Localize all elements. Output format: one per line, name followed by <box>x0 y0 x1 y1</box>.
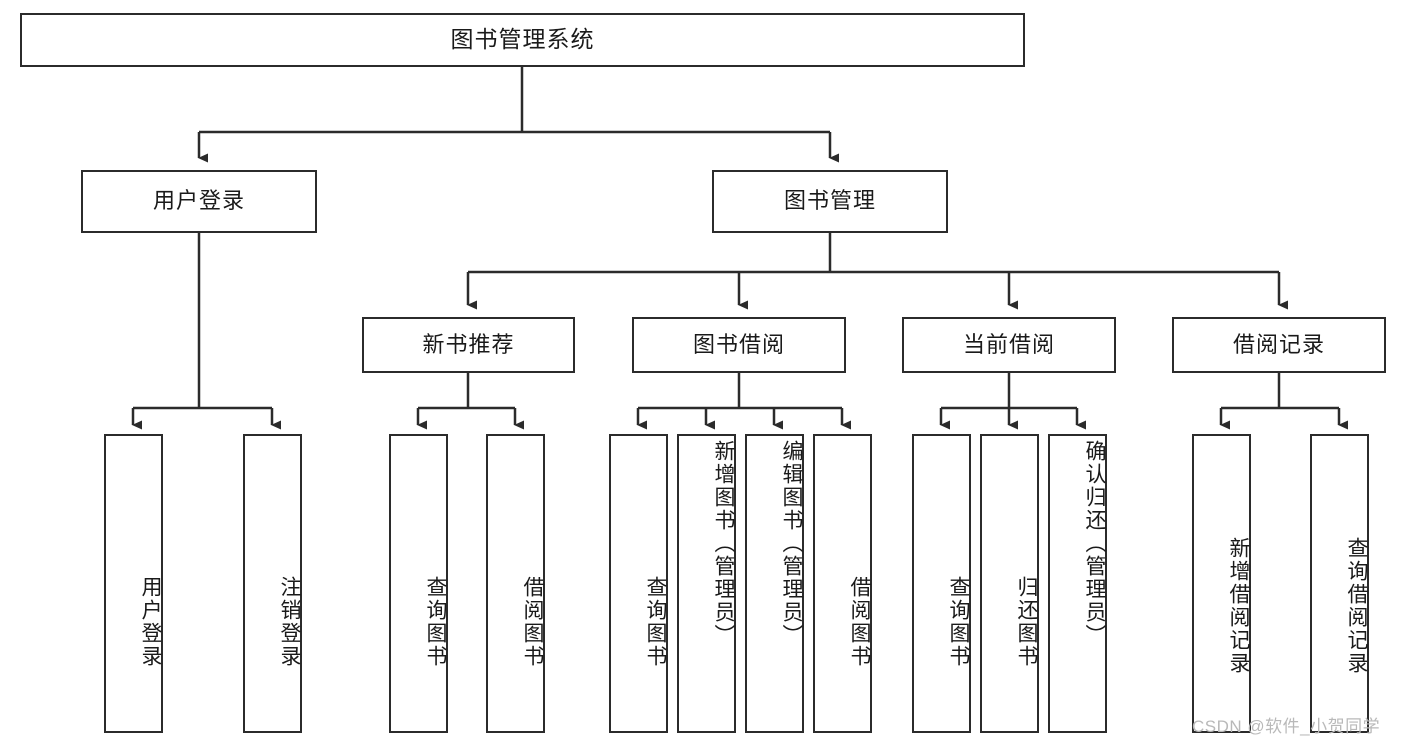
node-book-manage[interactable]: 图书管理 <box>712 170 948 233</box>
node-label: 查询图书 <box>424 575 447 668</box>
leaf-return-book[interactable]: 归还图书 <box>980 434 1039 733</box>
node-label: 借阅图书 <box>521 575 544 668</box>
node-label: 图书管理系统 <box>450 26 595 53</box>
node-label: 新增借阅记录 <box>1227 536 1250 675</box>
node-label: 新书推荐 <box>422 331 515 357</box>
leaf-add-record[interactable]: 新增借阅记录 <box>1192 434 1251 733</box>
node-book-borrow[interactable]: 图书借阅 <box>632 317 846 373</box>
node-label: 用户登录 <box>152 188 245 214</box>
node-label: 编辑图书（管理员） <box>780 440 803 647</box>
node-label: 用户登录 <box>139 575 162 668</box>
leaf-query-book-3[interactable]: 查询图书 <box>912 434 971 733</box>
leaf-borrow-book-2[interactable]: 借阅图书 <box>813 434 872 733</box>
node-label: 当前借阅 <box>962 331 1055 357</box>
leaf-borrow-book-1[interactable]: 借阅图书 <box>486 434 545 733</box>
leaf-confirm-return[interactable]: 确认归还（管理员） <box>1048 434 1107 733</box>
leaf-logout[interactable]: 注销登录 <box>243 434 302 733</box>
node-label: 图书管理 <box>783 188 876 214</box>
node-borrow-record[interactable]: 借阅记录 <box>1172 317 1386 373</box>
node-label: 新增图书（管理员） <box>712 440 735 647</box>
node-label: 借阅图书 <box>848 575 871 668</box>
node-label: 查询图书 <box>644 575 667 668</box>
leaf-user-login[interactable]: 用户登录 <box>104 434 163 733</box>
node-new-book-recommend[interactable]: 新书推荐 <box>362 317 575 373</box>
leaf-query-book-2[interactable]: 查询图书 <box>609 434 668 733</box>
node-label: 借阅记录 <box>1232 331 1325 357</box>
node-current-borrow[interactable]: 当前借阅 <box>902 317 1116 373</box>
node-label: 注销登录 <box>278 575 301 668</box>
node-label: 归还图书 <box>1015 575 1038 668</box>
leaf-query-record[interactable]: 查询借阅记录 <box>1310 434 1369 733</box>
node-root[interactable]: 图书管理系统 <box>20 13 1025 67</box>
node-label: 确认归还（管理员） <box>1083 440 1106 647</box>
node-user-login[interactable]: 用户登录 <box>81 170 317 233</box>
node-label: 查询借阅记录 <box>1345 536 1368 675</box>
node-label: 查询图书 <box>947 575 970 668</box>
leaf-add-book[interactable]: 新增图书（管理员） <box>677 434 736 733</box>
watermark: CSDN @软件_小贺同学 <box>1192 717 1381 736</box>
leaf-query-book-1[interactable]: 查询图书 <box>389 434 448 733</box>
node-label: 图书借阅 <box>692 331 785 357</box>
leaf-edit-book[interactable]: 编辑图书（管理员） <box>745 434 804 733</box>
